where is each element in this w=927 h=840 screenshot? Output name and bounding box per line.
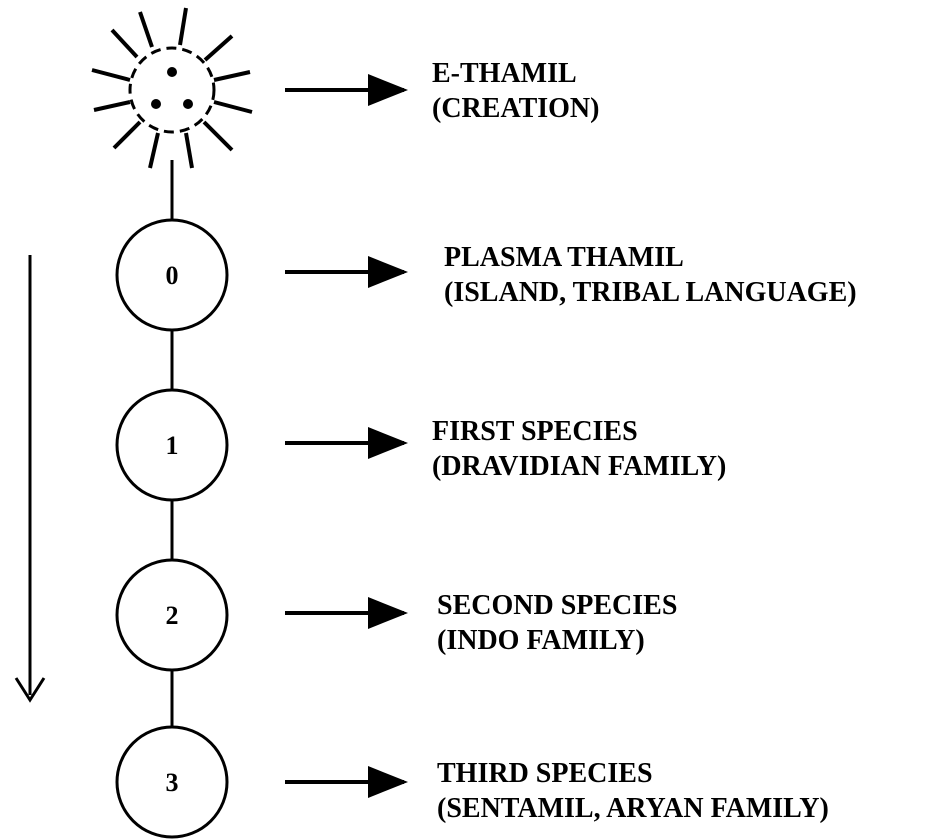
stage-node-1: 1 (115, 388, 229, 502)
stage-node-2: 2 (115, 558, 229, 672)
stage-subtitle-2: (INDO FAMILY) (437, 625, 645, 656)
stage-node-3: 3 (115, 725, 229, 839)
origin-subtitle: (CREATION) (432, 93, 600, 124)
stage-label-3: THIRD SPECIES (SENTAMIL, ARYAN FAMILY) (437, 756, 829, 826)
timeline-down-arrow (14, 255, 46, 703)
stage-label-1: FIRST SPECIES (DRAVIDIAN FAMILY) (432, 414, 726, 484)
stage-number-2: 2 (166, 601, 179, 630)
stage-subtitle-1: (DRAVIDIAN FAMILY) (432, 451, 727, 482)
stage-title-1: FIRST SPECIES (432, 416, 638, 447)
stage-label-2: SECOND SPECIES (INDO FAMILY) (437, 588, 677, 658)
stage-title-0: PLASMA THAMIL (444, 242, 684, 273)
stage-number-0: 0 (166, 261, 179, 290)
stage-label-0: PLASMA THAMIL (ISLAND, TRIBAL LANGUAGE) (444, 240, 857, 310)
stage-subtitle-3: (SENTAMIL, ARYAN FAMILY) (437, 793, 829, 824)
stage-subtitle-0: (ISLAND, TRIBAL LANGUAGE) (444, 277, 857, 308)
origin-label: E-THAMIL (CREATION) (432, 56, 599, 126)
stage-title-3: THIRD SPECIES (437, 758, 653, 789)
sun-icon (91, 7, 253, 169)
origin-title: E-THAMIL (432, 58, 577, 89)
stage-number-1: 1 (166, 431, 179, 460)
stage-number-3: 3 (166, 768, 179, 797)
stage-title-2: SECOND SPECIES (437, 590, 678, 621)
stage-node-0: 0 (115, 218, 229, 332)
